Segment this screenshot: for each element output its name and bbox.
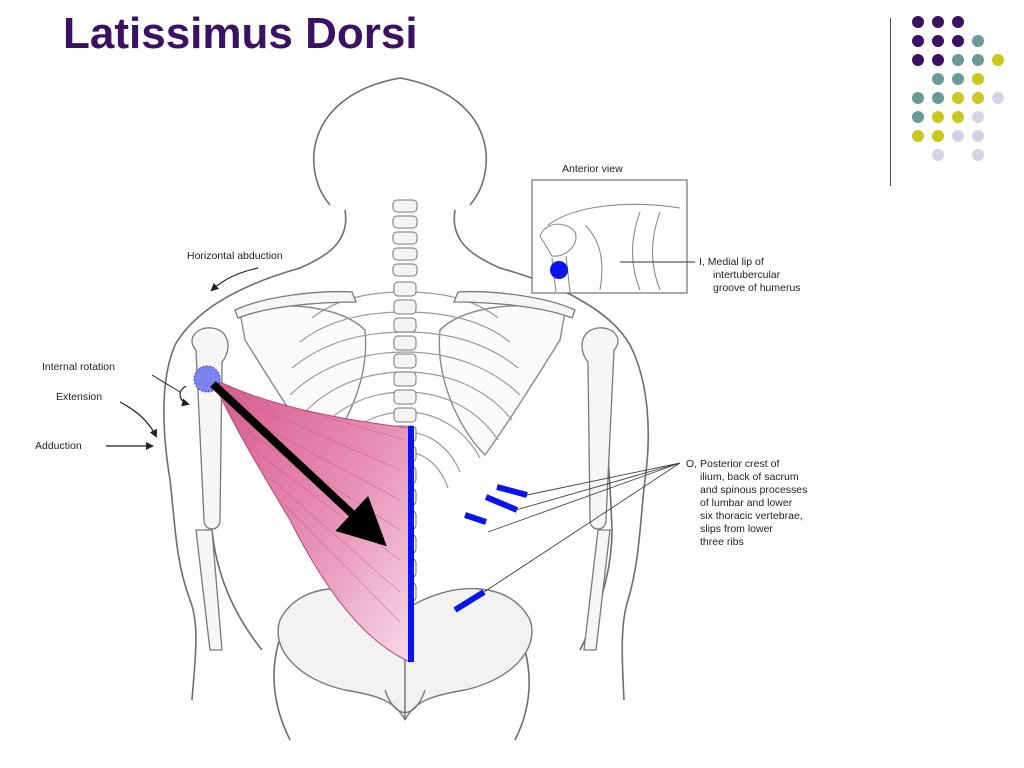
inset-title: Anterior view <box>562 163 623 175</box>
extension-arrow <box>119 401 157 438</box>
insertion-label-line: groove of humerus <box>713 282 801 294</box>
origin-label: O, Posterior crest of ilium, back of sac… <box>686 458 807 548</box>
slide-title: Latissimus Dorsi <box>63 9 418 58</box>
origin-label-line: and spinous processes <box>700 484 807 496</box>
line-of-pull-arrow <box>210 381 387 547</box>
internal-rotation-leader <box>151 374 181 393</box>
internal-rotation-label: Internal rotation <box>42 361 115 373</box>
rib-origin-marker <box>496 484 528 498</box>
origin-markers <box>408 426 528 662</box>
origin-leader-lines <box>483 462 681 593</box>
rib-origin-marker <box>464 512 487 525</box>
origin-label-line: three ribs <box>700 536 744 548</box>
action-labels: Horizontal abduction Internal rotation E… <box>35 250 283 452</box>
latissimus-dorsi-muscle <box>210 376 411 663</box>
insertion-label-line: I, Medial lip of <box>699 256 764 268</box>
origin-label-line: six thoracic vertebrae, <box>700 510 803 522</box>
horizontal-abduction-arrow <box>210 267 259 292</box>
internal-rotation-arrow <box>179 385 190 407</box>
extension-label: Extension <box>56 391 102 403</box>
adduction-label: Adduction <box>35 440 82 452</box>
origin-label-line: ilium, back of sacrum <box>700 471 799 483</box>
anatomy-diagram: Anterior view I, Medial lip of intertube… <box>35 77 807 741</box>
rib-origin-marker <box>484 494 519 513</box>
decorative-divider <box>890 18 891 186</box>
origin-label-line: of lumbar and lower <box>700 497 793 509</box>
horizontal-abduction-label: Horizontal abduction <box>187 250 283 262</box>
decorative-dot-grid <box>912 16 1004 161</box>
insertion-label: I, Medial lip of intertubercular groove … <box>699 256 801 294</box>
insertion-marker <box>550 261 568 279</box>
iliac-origin-marker <box>453 589 486 613</box>
insertion-label-line: intertubercular <box>713 269 781 281</box>
origin-label-line: O, Posterior crest of <box>686 458 779 470</box>
origin-label-line: slips from lower <box>700 523 773 535</box>
